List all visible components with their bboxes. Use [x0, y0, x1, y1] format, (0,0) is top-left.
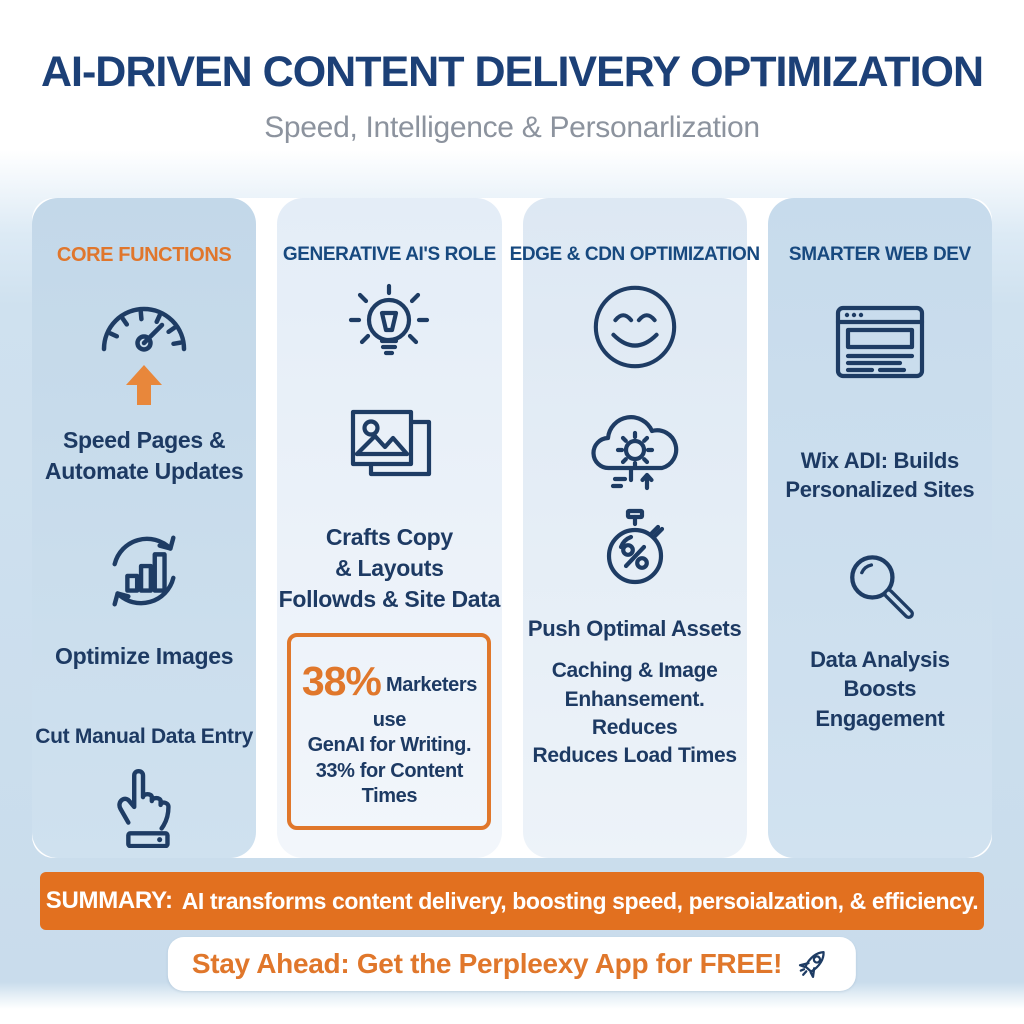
lightbulb-icon [343, 280, 435, 368]
column-header: CORE FUNCTIONS [56, 244, 232, 266]
column-edge-cdn: EDGE & CDN OPTIMIZATION [510, 198, 760, 858]
optimize-images-text: Optimize Images [54, 642, 234, 669]
header-section: AI-DRIVEN CONTENT DELIVERY OPTIMIZATION … [0, 48, 1024, 145]
summary-text: AI transforms content delivery, boosting… [181, 887, 979, 914]
stat-box: 38% Marketers use GenAI for Writing. 33%… [287, 633, 492, 830]
column-core-functions: CORE FUNCTIONS Speed Pages & Automate Up… [32, 198, 257, 858]
columns-row: CORE FUNCTIONS Speed Pages & Automate Up… [32, 198, 992, 858]
stopwatch-percent-icon [598, 506, 672, 592]
image-frames-icon [341, 402, 437, 486]
column-smarter-web-dev: SMARTER WEB DEV Wix ADI: Builds Personal… [767, 198, 992, 858]
summary-bar: SUMMARY: AI transforms content delivery,… [40, 872, 984, 930]
refresh-bar-chart-icon [100, 527, 188, 615]
data-analysis-text: Data Analysis Boosts Engagement [810, 646, 950, 731]
column-header: EDGE & CDN OPTIMIZATION [509, 244, 761, 265]
speed-pages-text: Speed Pages & Automate Updates [44, 427, 244, 484]
column-generative-ai: GENERATIVE AI'S ROLE Crafts Copy & Layou… [277, 198, 502, 858]
stat-text: Marketers use GenAI for Writing. 33% for… [307, 674, 478, 808]
magnifier-icon [836, 543, 924, 631]
browser-window-icon [826, 296, 934, 388]
column-header: GENERATIVE AI'S ROLE [282, 244, 496, 265]
column-header: SMARTER WEB DEV [788, 244, 971, 265]
footer-cta[interactable]: Stay Ahead: Get the Perpleexy App for FR… [167, 937, 857, 991]
caching-text: Caching & Image Enhansement. Reduces Red… [532, 659, 737, 767]
crafts-copy-text: Crafts Copy & Layouts Followds & Site Da… [278, 524, 501, 612]
page-subtitle: Speed, Intelligence & Personarlization [264, 111, 760, 145]
rocket-icon [794, 944, 832, 984]
cta-text: Stay Ahead: Get the Perpleexy App for FR… [191, 948, 783, 979]
stat-value: 38% [301, 658, 382, 705]
cloud-gear-icon [585, 402, 685, 504]
up-arrow-icon [121, 363, 167, 407]
summary-label: SUMMARY: [45, 887, 173, 914]
speedometer-icon [94, 293, 194, 355]
wix-adi-text: Wix ADI: Builds Personalized Sites [785, 448, 975, 503]
hand-cursor-icon [99, 758, 189, 848]
push-assets-text: Push Optimal Assets [527, 616, 742, 641]
cut-manual-text: Cut Manual Data Entry [35, 725, 253, 749]
page-title: AI-DRIVEN CONTENT DELIVERY OPTIMIZATION [40, 48, 984, 96]
smiley-face-icon [588, 280, 682, 374]
